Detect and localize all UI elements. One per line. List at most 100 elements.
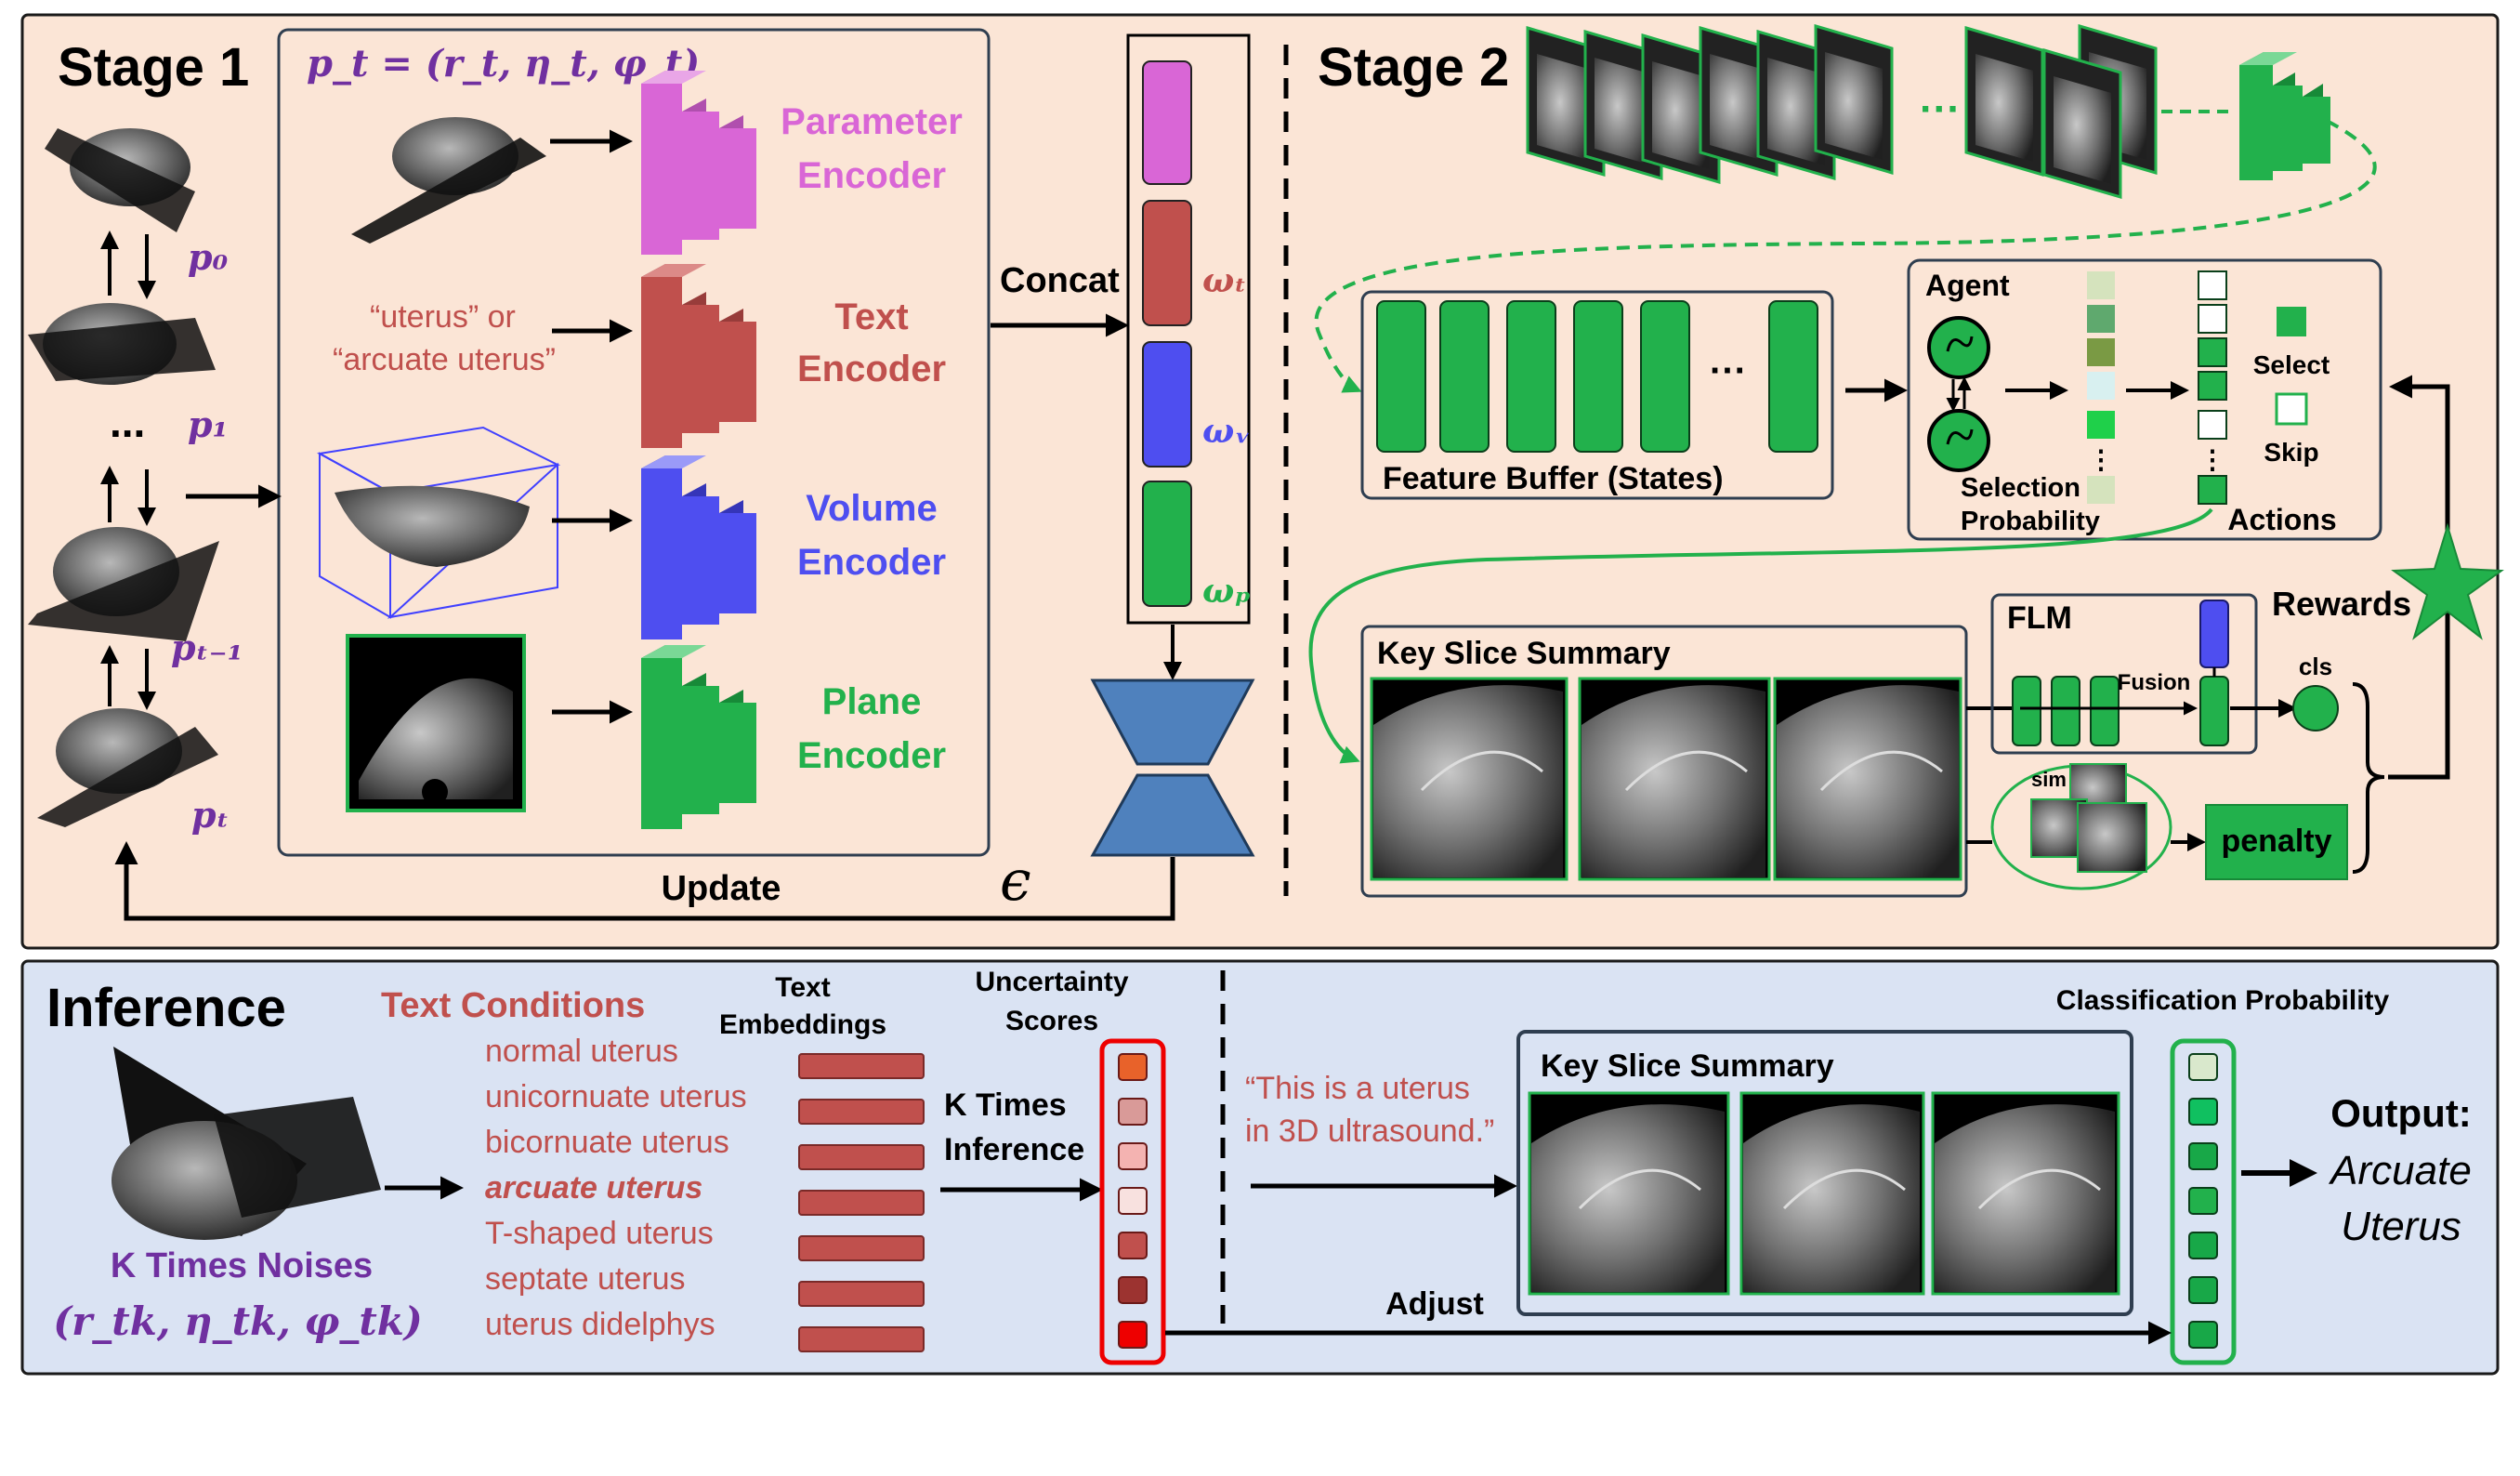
uncertainty-cell xyxy=(1118,1053,1148,1081)
text-embedding-bar xyxy=(798,1099,925,1125)
stage1-encoder-box xyxy=(277,28,991,857)
frames-dots: ··· xyxy=(1920,86,1961,132)
agent-box xyxy=(1907,258,2382,541)
inference-volume-icon xyxy=(112,1047,381,1240)
condition-item: T-shaped uterus xyxy=(485,1216,714,1251)
condition-item: normal uterus xyxy=(485,1034,678,1069)
text-conditions-title: Text Conditions xyxy=(381,986,645,1025)
text-embedding-bar xyxy=(798,1190,925,1216)
sim-slice-images xyxy=(2030,763,2147,873)
condition-item: bicornuate uterus xyxy=(485,1125,729,1160)
probability-cell xyxy=(2188,1053,2218,1081)
prompt-text-line1: “This is a uterus xyxy=(1245,1071,1470,1106)
uncertainty-cells xyxy=(1118,1053,1148,1349)
flm-text-feature xyxy=(2199,600,2229,668)
inference-summary-label: Key Slice Summary xyxy=(1541,1048,1834,1084)
text-embedding-bar xyxy=(798,1281,925,1307)
uncertainty-cell xyxy=(1118,1187,1148,1215)
text-encoder-block xyxy=(641,264,756,448)
agent-label: Agent xyxy=(1925,269,2010,302)
probability-cell xyxy=(2188,1142,2218,1170)
selection-probability-label-2: Probability xyxy=(1961,507,2100,536)
uncertainty-cell xyxy=(1118,1098,1148,1126)
feature-stack-box xyxy=(1126,33,1251,625)
inference-slice-image xyxy=(1931,1091,2120,1296)
rewards-label: Rewards xyxy=(2272,585,2411,623)
feature-label-wp: ωₚ xyxy=(1202,572,1251,611)
text-embedding-bar xyxy=(798,1235,925,1261)
svg-text:⋮: ⋮ xyxy=(2199,445,2225,474)
svg-text:⋮: ⋮ xyxy=(2088,445,2114,474)
key-slice-image xyxy=(1578,677,1771,881)
pose-formula: p_t = (r_t, η_t, φ_t) xyxy=(307,42,700,86)
penalty-label: penalty xyxy=(2221,824,2331,859)
flm-label: FLM xyxy=(2007,600,2072,636)
volume-encoder-block xyxy=(641,455,756,639)
feature-label-wv: ωᵥ xyxy=(1202,412,1251,451)
text-embedding-bar xyxy=(798,1326,925,1352)
feature-label-wt: ωₜ xyxy=(1202,261,1247,300)
noise-formula: (r_tk, η_tk, φ_tk) xyxy=(53,1298,422,1344)
feature-volume xyxy=(1142,341,1192,468)
buffer-state xyxy=(1768,300,1818,453)
select-legend-label: Select xyxy=(2253,350,2330,379)
label-ptm1: pₜ₋₁ xyxy=(171,626,243,668)
selection-probability-label-1: Selection xyxy=(1961,473,2080,503)
inference-slice-image xyxy=(1528,1091,1730,1296)
uncertainty-label-2: Scores xyxy=(1005,1006,1098,1036)
probability-cells xyxy=(2188,1053,2218,1349)
skip-legend-label: Skip xyxy=(2264,438,2318,467)
buffer-dots: ··· xyxy=(1710,350,1747,391)
plane-encoder-block xyxy=(641,645,756,829)
buffer-state xyxy=(1439,300,1490,453)
conditions-list: normal uterus unicornuate uterus bicornuat… xyxy=(485,1034,747,1342)
probability-cell xyxy=(2188,1321,2218,1349)
feature-plane xyxy=(1142,481,1192,607)
plane-p1-icon xyxy=(28,303,216,385)
text-input-line2: “arcuate uterus” xyxy=(333,342,556,377)
text-input-line1: “uterus” or xyxy=(370,299,516,335)
label-p1: p₁ xyxy=(188,403,228,445)
plane-ptm1-icon xyxy=(28,527,219,641)
feature-buffer-box xyxy=(1360,290,1834,500)
key-slice-summary-label: Key Slice Summary xyxy=(1377,636,1671,671)
skip-legend-icon xyxy=(2275,392,2308,426)
plane-input-icon xyxy=(346,634,526,812)
plane-pt-icon xyxy=(37,708,218,827)
key-slice-image xyxy=(1370,677,1568,881)
probability-cell xyxy=(2188,1187,2218,1215)
uncertainty-cell xyxy=(1118,1142,1148,1170)
output-label: Output: xyxy=(2330,1091,2472,1135)
agent-network-icon xyxy=(1927,316,1990,472)
rewards-brace xyxy=(2352,682,2385,874)
text-embeddings-list xyxy=(798,1053,925,1352)
feature-text xyxy=(1142,200,1192,326)
feature-parameter xyxy=(1142,60,1192,185)
penalty-box xyxy=(2205,804,2348,880)
key-slice-images xyxy=(1370,677,1962,881)
text-encoder-label-2: Encoder xyxy=(797,349,946,389)
flm-box xyxy=(1990,593,2258,755)
encoder-to-buffer-connector xyxy=(1314,119,2377,393)
output-value-line1: Arcuate xyxy=(2328,1148,2472,1193)
epsilon-symbol: ϵ xyxy=(1000,849,1031,914)
text-embeddings-label-2: Embeddings xyxy=(719,1009,886,1040)
probability-cell xyxy=(2188,1276,2218,1304)
selection-probability-bar: ⋮ xyxy=(2087,271,2115,504)
update-label: Update xyxy=(662,869,781,908)
output-value-line2: Uterus xyxy=(2341,1204,2461,1249)
slice-frame xyxy=(1964,25,2044,178)
condition-item: unicornuate uterus xyxy=(485,1079,747,1114)
condition-item: arcuate uterus xyxy=(485,1170,702,1206)
slice-encoder-block xyxy=(2239,52,2330,180)
cls-output xyxy=(2292,685,2339,731)
volume-input-icon xyxy=(316,426,561,619)
parameter-encoder-block xyxy=(641,71,756,255)
inference-summary-box xyxy=(1516,1030,2133,1316)
plane-sequence: p₀ ... p₁ pₜ₋₁ pₜ xyxy=(28,128,282,836)
buffer-state xyxy=(1640,300,1690,453)
text-embeddings-label-1: Text xyxy=(775,972,830,1003)
inference-slice-image xyxy=(1739,1091,1925,1296)
label-dots: ... xyxy=(110,398,145,446)
